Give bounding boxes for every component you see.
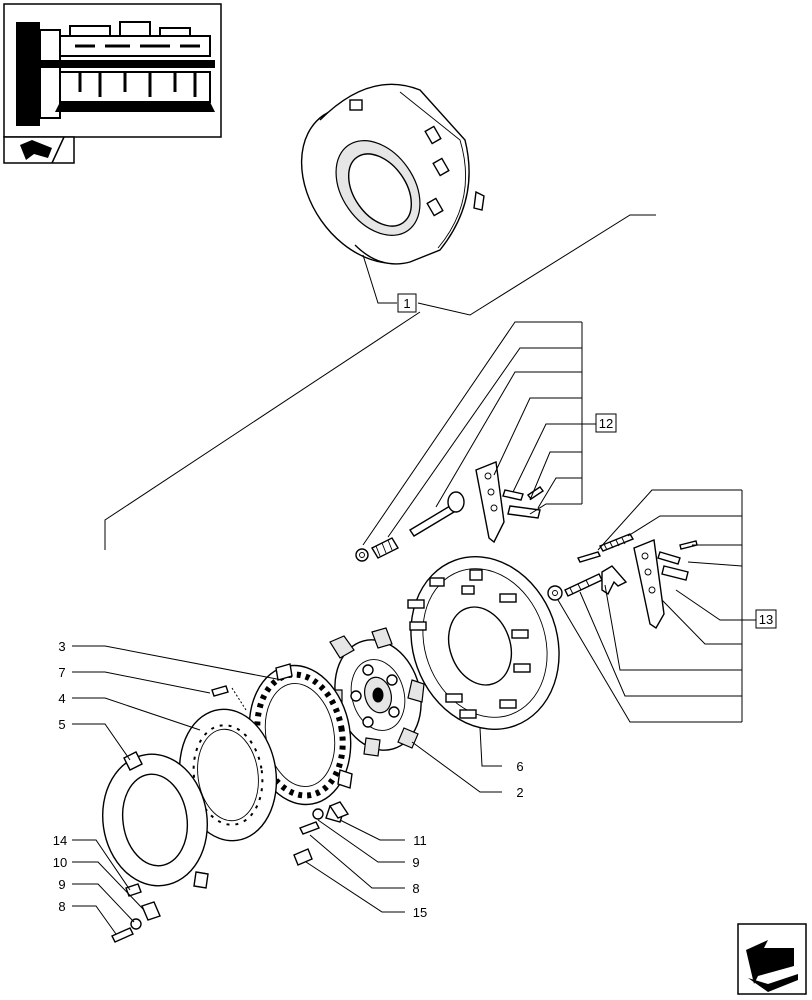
callout-3: 3: [58, 639, 65, 654]
pressure-ring-part: [101, 751, 209, 889]
callout-14: 14: [53, 833, 67, 848]
release-lever-set-13: [547, 533, 698, 629]
callout-15: 15: [413, 905, 427, 920]
leaders-left: [72, 645, 502, 935]
callout-9-left: 9: [58, 877, 65, 892]
callout-5: 5: [58, 717, 65, 732]
callout-8-right: 8: [412, 881, 419, 896]
next-page-arrow-icon[interactable]: [737, 923, 807, 995]
callout-12: 12: [599, 416, 613, 431]
callout-13: 13: [759, 612, 773, 627]
callout-11: 11: [413, 833, 427, 848]
release-lever-set-12: [355, 461, 545, 562]
hardware-parts: [111, 685, 350, 943]
callout-4: 4: [58, 691, 65, 706]
callout-9-right: 9: [412, 855, 419, 870]
pressure-plate-cover-part: [407, 556, 560, 730]
callout-2: 2: [516, 785, 523, 800]
callout-10: 10: [53, 855, 67, 870]
leaders-12: [362, 321, 596, 546]
callout-8-left: 8: [58, 899, 65, 914]
transmission-thumbnail[interactable]: [3, 3, 222, 164]
leaders-13: [557, 489, 756, 723]
callout-box-12: [595, 413, 617, 433]
callout-box-13: [755, 609, 777, 629]
callout-6: 6: [516, 759, 523, 774]
callout-box-1: [397, 293, 417, 313]
callout-1: 1: [403, 296, 410, 311]
callout-7: 7: [58, 665, 65, 680]
clutch-assembly-part: [300, 83, 485, 265]
